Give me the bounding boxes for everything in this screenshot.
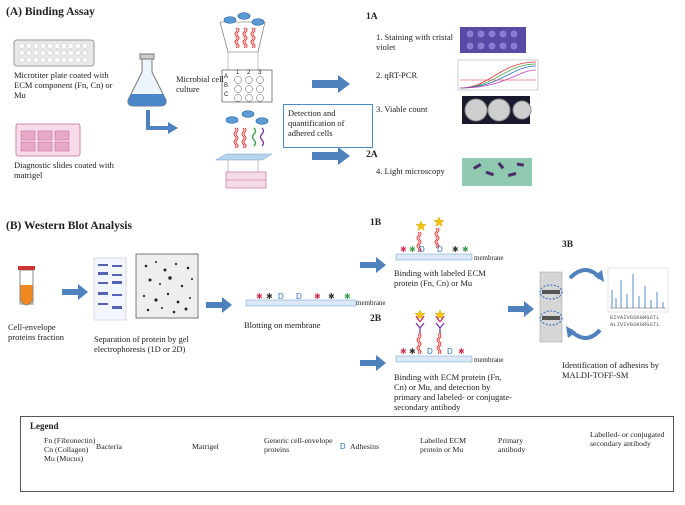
culture-label: Microbial cell culture <box>176 74 224 94</box>
svg-text:D: D <box>427 347 433 356</box>
step-1b: 1B <box>370 218 382 228</box>
svg-text:✱: ✱ <box>462 245 469 254</box>
svg-text:✱: ✱ <box>314 292 321 301</box>
viable-count-image <box>462 96 532 124</box>
plate-row-b: B <box>224 83 229 89</box>
legend-matrigel: Matrigel <box>192 442 219 451</box>
legend-ecm: Fn (Fibronectin) Cn (Collagen) Mu (Mucus… <box>44 436 116 463</box>
svg-text:✱: ✱ <box>344 292 351 301</box>
qrt-pcr-chart-image <box>457 59 539 91</box>
identification-label: Identification of adhesins by MALDI-TOFF… <box>562 360 660 380</box>
binding-2b-label: Binding with ECM protein (Fn, Cn) or Mu,… <box>394 372 513 412</box>
method-4: 4. Light microscopy <box>376 166 445 176</box>
legend-adhesins-symbol: D <box>340 442 346 451</box>
step-2a: 2A <box>366 150 378 160</box>
plate-row-c: C <box>224 92 229 98</box>
svg-text:D: D <box>278 292 284 301</box>
svg-text:✱: ✱ <box>409 347 416 356</box>
section-a-title: (A) Binding Assay <box>6 6 95 18</box>
legend-ecm-line-3: Mu (Mucus) <box>44 454 84 463</box>
step-3b: 3B <box>562 240 574 250</box>
svg-text:✱: ✱ <box>400 347 407 356</box>
legend-primary-antibody: Primary antibody <box>498 436 526 454</box>
svg-text:✱: ✱ <box>452 245 459 254</box>
legend-labelled-ecm: Labelled ECM protein or Mu <box>420 436 467 454</box>
membrane-2b: ✱ ✱ D D ✱ <box>395 309 473 363</box>
microscopy-image <box>462 158 532 186</box>
plate-col-2: 2 <box>247 70 251 76</box>
method-1: 1. Staining with cristal violet <box>376 32 453 52</box>
arrows-to-results <box>312 75 350 165</box>
blotting-label: Blotting on membrane <box>244 320 321 330</box>
arrow-to-2b <box>360 355 386 371</box>
binding-1b-label: Binding with labeled ECM protein (Fn, Cn… <box>394 268 486 288</box>
microtiter-label: Microtiter plate coated with ECM compone… <box>14 70 113 100</box>
legend-adhesins: Adhesins <box>350 442 380 451</box>
plate-col-3: 3 <box>258 70 262 76</box>
cell-envelope-label: Cell-envelope proteins fraction <box>8 322 64 342</box>
legend-title: Legend <box>30 421 59 431</box>
legend-secondary-antibody: Labelled- or conjugated secondary antibo… <box>590 430 665 448</box>
plate-row-a: A <box>224 74 229 80</box>
svg-text:✱: ✱ <box>409 245 416 254</box>
diagnostic-slides-image <box>15 123 81 157</box>
step-2b: 2B <box>370 314 382 324</box>
sequence-line-2: ALIVIVGSKGRGSTL <box>610 321 660 328</box>
svg-text:D: D <box>419 245 425 254</box>
legend-box <box>20 416 674 492</box>
svg-text:✱: ✱ <box>256 292 263 301</box>
plate-col-1: 1 <box>236 70 240 76</box>
separation-label: Separation of protein by gel electrophor… <box>94 334 189 354</box>
detection-box: Detection and quantification of adhered … <box>283 104 373 148</box>
crystal-violet-image <box>460 27 526 53</box>
legend-generic-proteins: Generic cell-envelope proteins <box>264 436 333 454</box>
culture-flask-image <box>127 53 167 107</box>
gel-1d-image <box>93 257 127 321</box>
svg-text:D: D <box>437 245 443 254</box>
membrane-label-2b: membrane <box>474 356 504 364</box>
membrane-1b: ✱ ✱ D D ✱ ✱ <box>395 216 473 261</box>
sequence-readout: EIVAIVGSKGRGSTL ALIVIVGSKGRGSTL <box>610 314 670 328</box>
mass-spectrum-image <box>607 267 669 313</box>
section-b-title: (B) Western Blot Analysis <box>6 220 132 232</box>
svg-text:✱: ✱ <box>458 347 465 356</box>
svg-text:✱: ✱ <box>400 245 407 254</box>
legend-ecm-line-1: Fn (Fibronectin) <box>44 436 96 445</box>
slide-zoom <box>215 110 273 189</box>
microtiter-plate-image <box>13 39 95 67</box>
gel-2d-image <box>135 253 199 319</box>
svg-text:✱: ✱ <box>328 292 335 301</box>
arrow-tube-to-gel <box>62 284 88 300</box>
step-1a: 1A <box>366 12 378 22</box>
detection-label: Detection and quantification of adhered … <box>288 108 345 138</box>
method-3: 3. Viable count <box>376 104 428 114</box>
legend-ecm-line-2: Cn (Collagen) <box>44 445 89 454</box>
membrane-label-1b: membrane <box>474 254 504 262</box>
svg-text:✱: ✱ <box>266 292 273 301</box>
arrow-to-3b <box>508 301 534 317</box>
method-2: 2. qRT-PCR <box>376 70 418 80</box>
arrow-flask-down <box>146 110 168 130</box>
gel-strip-3b <box>539 271 563 343</box>
sequence-line-1: EIVAIVGSKGRGSTL <box>610 314 660 321</box>
test-tube-image <box>18 266 35 306</box>
arrow-gel-to-membrane <box>206 297 232 313</box>
svg-text:D: D <box>296 292 302 301</box>
blotting-membrane: ✱ ✱ D D ✱ ✱ ✱ <box>245 292 357 307</box>
slides-label: Diagnostic slides coated with matrigel <box>14 160 114 180</box>
plate-row-labels: A B C <box>224 73 236 100</box>
svg-text:D: D <box>447 347 453 356</box>
legend-bacteria: Bacteria <box>96 442 122 451</box>
membrane-label-blot: membrane <box>356 299 386 307</box>
arrow-to-1b <box>360 257 386 273</box>
well-zoom-top <box>219 12 273 103</box>
